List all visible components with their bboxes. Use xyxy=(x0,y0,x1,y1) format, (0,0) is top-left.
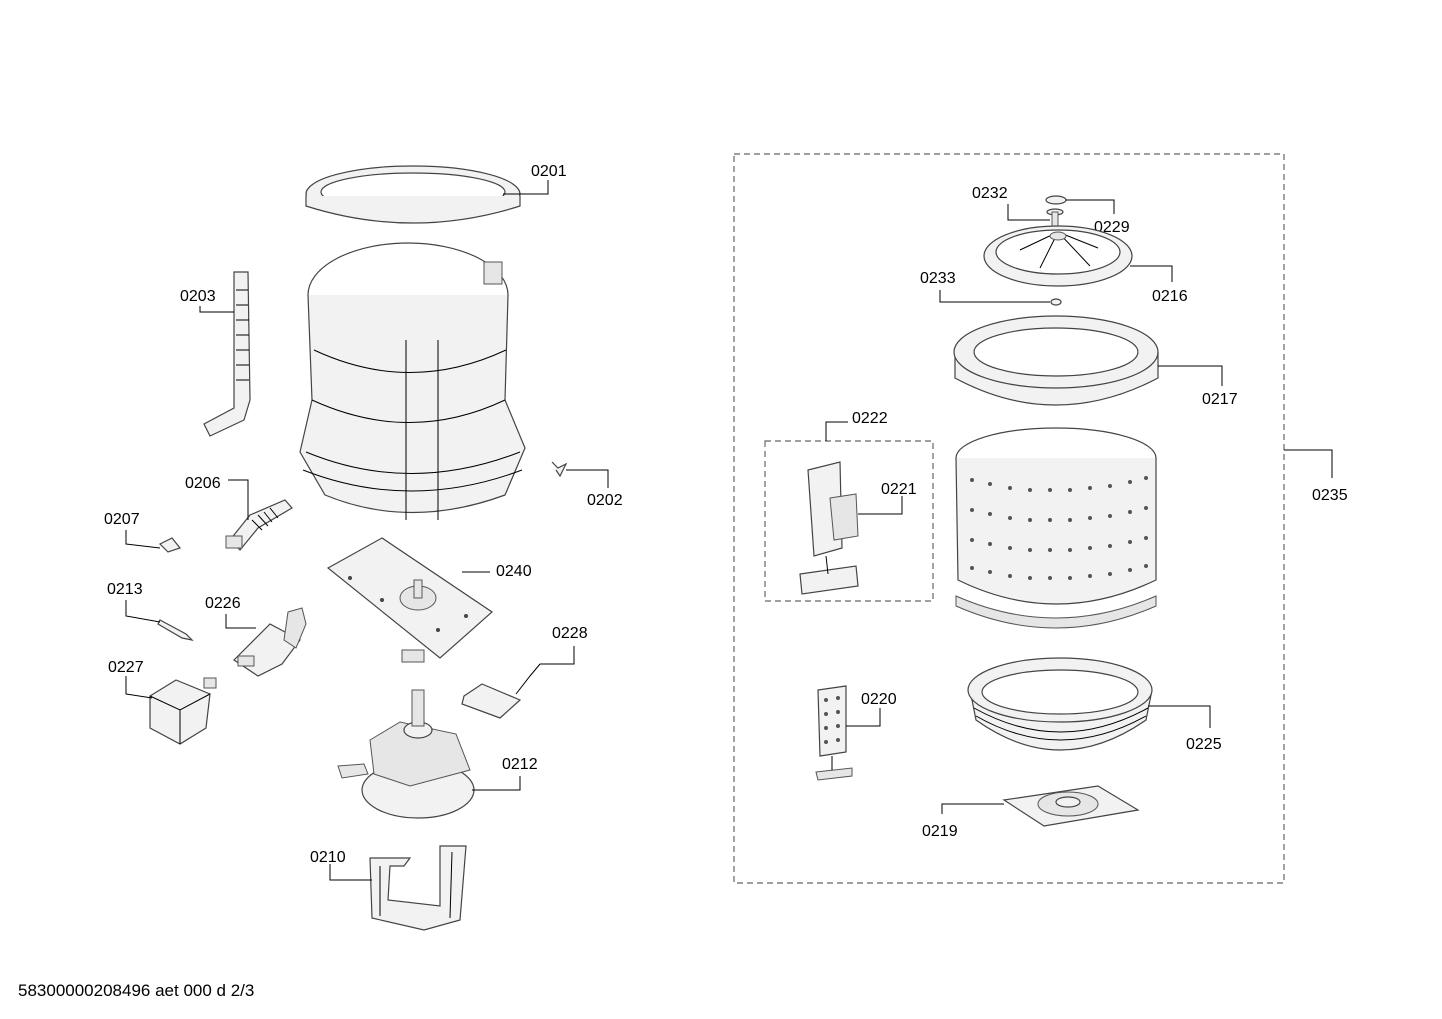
label-0219: 0219 xyxy=(922,823,958,840)
label-0216: 0216 xyxy=(1152,288,1188,305)
label-0207: 0207 xyxy=(104,511,140,528)
assembly-0222-boundary xyxy=(764,440,934,602)
part-inner-drum[interactable] xyxy=(955,427,1157,629)
label-0206: 0206 xyxy=(185,475,221,492)
part-0207-clip[interactable] xyxy=(158,537,182,553)
part-0226-valve[interactable] xyxy=(233,607,307,677)
part-0225-drum-base[interactable] xyxy=(967,657,1153,751)
part-0202-clip[interactable] xyxy=(551,461,568,478)
label-0221: 0221 xyxy=(881,481,917,498)
part-0210-bracket[interactable] xyxy=(369,845,467,931)
label-0227: 0227 xyxy=(108,659,144,676)
part-0212-motor[interactable] xyxy=(337,689,475,819)
part-0240-base-plate[interactable] xyxy=(326,537,493,663)
drawing-reference: 58300000208496 aet 000 d 2/3 xyxy=(18,981,255,1000)
label-0233: 0233 xyxy=(920,270,956,287)
label-0222: 0222 xyxy=(852,410,888,427)
part-0219-flange[interactable] xyxy=(1002,785,1140,827)
part-0213-pin[interactable] xyxy=(157,619,194,641)
label-0228: 0228 xyxy=(552,625,588,642)
part-outer-tub[interactable] xyxy=(299,242,526,520)
label-0203: 0203 xyxy=(180,288,216,305)
part-0233-washer[interactable] xyxy=(1050,298,1062,306)
label-0220: 0220 xyxy=(861,691,897,708)
label-0210: 0210 xyxy=(310,849,346,866)
part-0206-drain-hose[interactable] xyxy=(225,499,293,551)
part-0216-pulsator[interactable] xyxy=(983,225,1133,287)
part-0227-pump[interactable] xyxy=(149,677,217,745)
part-0232-bolt[interactable] xyxy=(1046,208,1064,227)
label-0213: 0213 xyxy=(107,581,143,598)
label-0226: 0226 xyxy=(205,595,241,612)
part-0203-hose[interactable] xyxy=(203,271,251,437)
label-0240: 0240 xyxy=(496,563,532,580)
part-0201-tub-ring[interactable] xyxy=(305,165,521,224)
label-0212: 0212 xyxy=(502,756,538,773)
label-0225: 0225 xyxy=(1186,736,1222,753)
label-0201: 0201 xyxy=(531,163,567,180)
part-0220-filter[interactable] xyxy=(815,685,853,781)
assembly-0235-boundary xyxy=(733,153,1285,884)
part-0229-cap[interactable] xyxy=(1045,195,1067,205)
label-0232: 0232 xyxy=(972,185,1008,202)
part-0228-sensor[interactable] xyxy=(461,663,541,719)
label-0202: 0202 xyxy=(587,492,623,509)
label-0217: 0217 xyxy=(1202,391,1238,408)
part-0217-balance-ring[interactable] xyxy=(953,315,1159,406)
label-0235: 0235 xyxy=(1312,487,1348,504)
part-0221-lint-filter[interactable] xyxy=(799,461,859,595)
